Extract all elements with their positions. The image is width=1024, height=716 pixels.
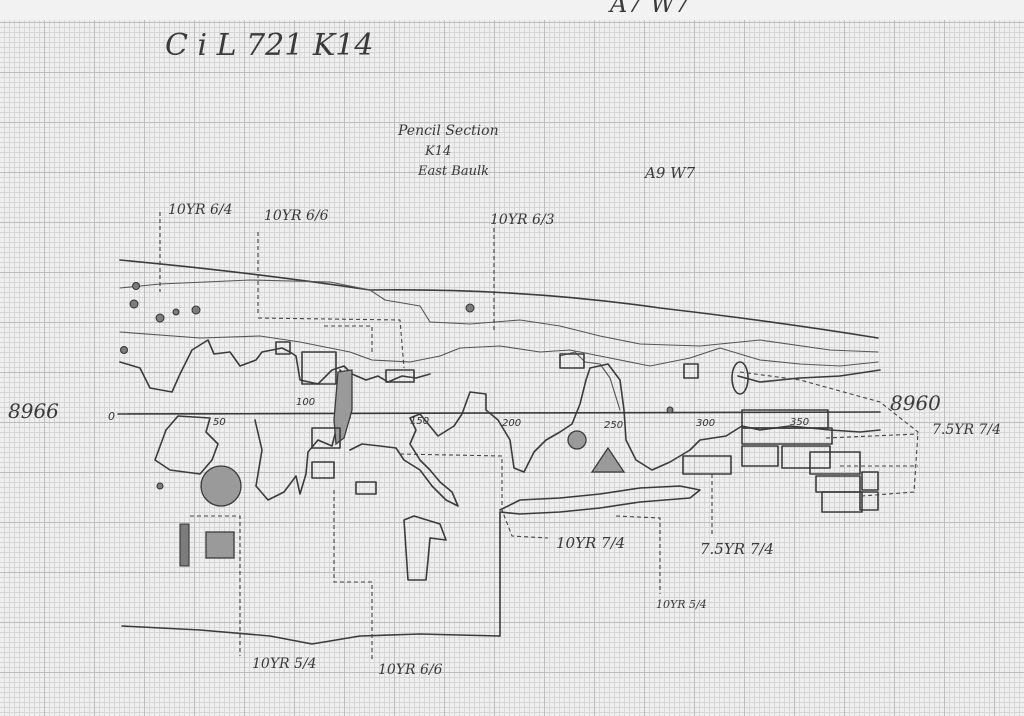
pebble: [129, 299, 139, 309]
soil-label: 7.5YR 7/4: [932, 422, 1001, 438]
pebble: [132, 282, 140, 290]
square-stone: [205, 531, 235, 559]
tick-label: 350: [790, 417, 809, 428]
wall-stone: [741, 427, 833, 445]
pebble: [666, 406, 674, 414]
wall-stone: [815, 475, 861, 493]
upper-right-deposit: [737, 369, 881, 383]
stone-wall: [741, 409, 879, 513]
datum-right-label: 8960: [890, 391, 941, 415]
middle-layer-boundary: [119, 331, 879, 367]
stone-block: [275, 341, 291, 355]
stone-block: [311, 427, 341, 449]
paper-top-edge: [0, 0, 1024, 20]
sample-line: [825, 433, 919, 439]
scale-ticks: 50 100 150 200 250 300 350: [213, 397, 809, 431]
wall-stone: [809, 451, 861, 475]
small-round-stone: [567, 430, 587, 450]
tick-label: 150: [410, 416, 429, 427]
stone-block: [311, 461, 335, 479]
tick-label: 200: [502, 418, 521, 429]
title-line-1: Pencil Section: [397, 123, 499, 139]
datum-zero-label: 0: [108, 410, 115, 423]
triangular-stone: [590, 446, 626, 473]
tick-label: 100: [296, 397, 315, 408]
sample-outline: [190, 515, 241, 656]
datum-line: [117, 411, 881, 415]
soil-label: 7.5YR 7/4: [700, 540, 774, 558]
pebble: [191, 305, 201, 315]
stratigraphy-lines: [119, 259, 881, 411]
wall-stone: [859, 491, 879, 511]
cut-edge: [499, 485, 701, 637]
ground-surface-line: [119, 259, 879, 339]
shaded-lens: [333, 369, 353, 446]
soil-label: 10YR 6/3: [490, 212, 555, 228]
title-line-3: East Baulk: [417, 164, 489, 179]
pebble: [172, 308, 180, 316]
vertical-stone: [179, 523, 190, 567]
pebble: [156, 482, 164, 490]
stone-block: [682, 455, 732, 475]
sample-outline: [324, 325, 373, 352]
soil-label: 10YR 6/6: [378, 662, 443, 678]
sample-outline: [333, 490, 373, 662]
wall-stone: [781, 445, 831, 469]
sample-lines: [159, 212, 919, 662]
wall-stone: [861, 471, 879, 491]
pebble: [155, 313, 165, 323]
wall-stone: [821, 491, 863, 513]
stone-block: [683, 363, 699, 379]
soil-label: 10YR 6/6: [264, 208, 329, 224]
shaded-stone: [154, 415, 219, 475]
soil-label: 10YR 7/4: [556, 534, 625, 552]
area-label: A9 W7: [643, 164, 696, 182]
inclusions: [120, 282, 749, 567]
pebble: [120, 346, 128, 354]
soil-colour-labels: 10YR 6/4 10YR 6/6 10YR 6/3 7.5YR 7/4 10Y…: [168, 202, 1001, 678]
sample-outline: [615, 515, 661, 594]
sample-outline: [257, 317, 405, 369]
top-right-label: A7 W7: [608, 0, 691, 18]
stone-block: [559, 353, 585, 369]
lower-pit-fill: [403, 515, 447, 581]
oval-stone: [731, 361, 749, 395]
soil-label: 10YR 5/4: [252, 656, 317, 672]
datum-left-label: 8966: [8, 399, 59, 423]
round-stone: [200, 465, 242, 507]
stone-block: [385, 369, 415, 383]
wall-stone: [741, 445, 779, 467]
graph-paper-sheet: [0, 20, 1024, 716]
sample-outline: [399, 453, 549, 539]
soil-label: 10YR 6/4: [168, 202, 233, 218]
soil-label: 10YR 5/4: [656, 598, 707, 611]
lower-deposit-boundary: [349, 363, 881, 507]
pit-edge-right: [559, 351, 621, 411]
sample-outline: [739, 371, 919, 497]
section-base-line: [121, 625, 501, 645]
stone-block: [355, 481, 377, 495]
title-line-2: K14: [424, 144, 451, 159]
lower-deposits: [121, 363, 881, 645]
tick-label: 50: [213, 417, 226, 428]
pebble: [465, 303, 475, 313]
tick-label: 300: [696, 418, 715, 429]
tick-label: 250: [604, 420, 623, 431]
stone-block: [301, 351, 337, 385]
upper-layer-boundary: [119, 279, 879, 353]
pit-edge-upper: [119, 339, 431, 393]
site-code-label: C i L 721 K14: [165, 28, 373, 63]
